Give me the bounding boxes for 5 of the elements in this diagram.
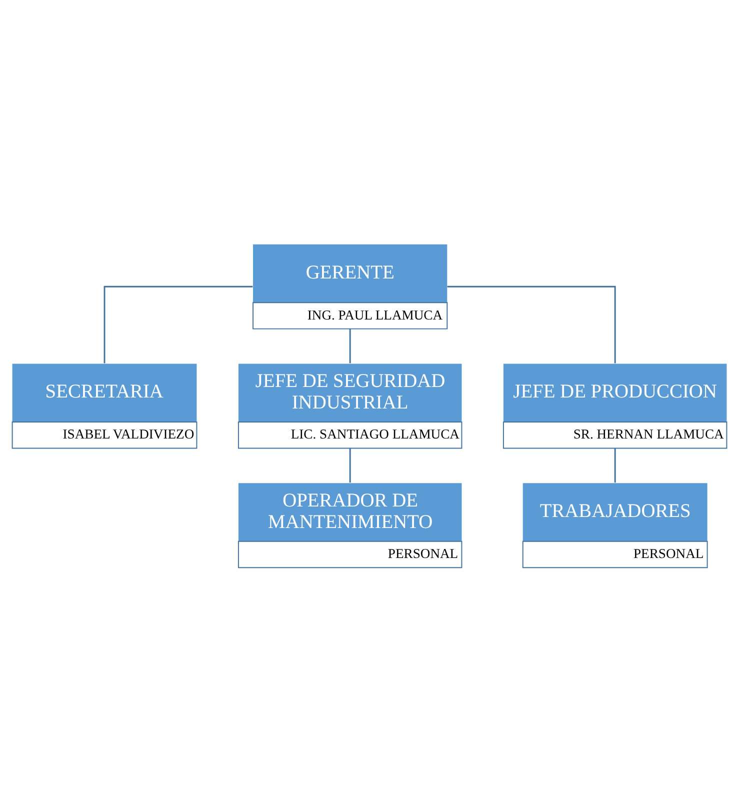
- connector: [349, 328, 351, 364]
- connector: [614, 448, 616, 483]
- connector: [349, 448, 351, 483]
- connector: [447, 286, 616, 364]
- connector: [104, 286, 253, 364]
